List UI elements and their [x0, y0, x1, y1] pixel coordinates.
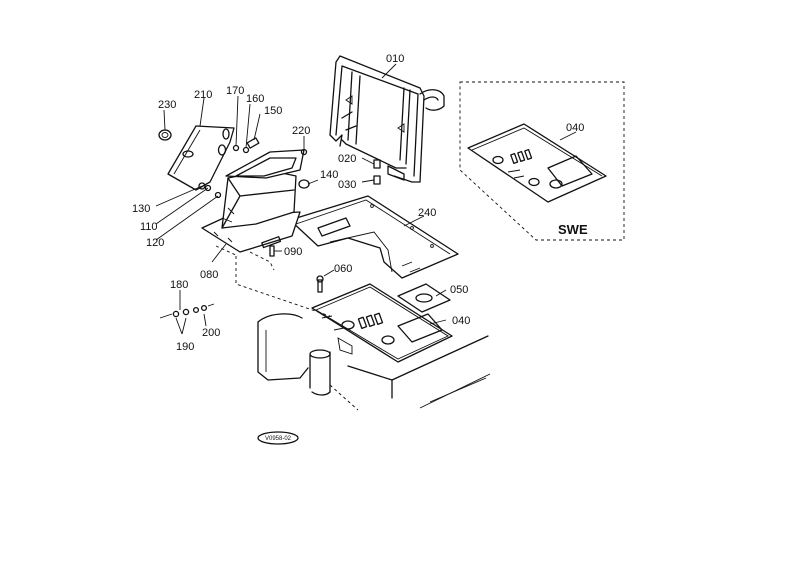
label-050: 050: [450, 284, 468, 296]
side-cover-210: [167, 125, 235, 191]
label-220: 220: [292, 125, 310, 137]
tractor-body: [257, 313, 491, 411]
label-190: 190: [176, 341, 194, 353]
label-200: 200: [202, 327, 220, 339]
pins-180-190-200: [159, 303, 215, 319]
console-080: [201, 149, 331, 317]
rops-frame-010: [329, 55, 445, 183]
label-150: 150: [264, 105, 282, 117]
swe-inset: [459, 81, 625, 241]
grommet-230: [158, 129, 172, 141]
label-110: 110: [140, 221, 158, 233]
label-020: 020: [338, 153, 356, 165]
label-090: 090: [284, 246, 302, 258]
label-180: 180: [170, 279, 188, 291]
label-080: 080: [200, 269, 218, 281]
diagram-code-badge: V0958-02: [257, 431, 299, 445]
leader-lines: [155, 63, 577, 335]
label-120: 120: [146, 237, 164, 249]
label-010: 010: [386, 53, 404, 65]
label-160: 160: [246, 93, 264, 105]
label-240: 240: [418, 207, 436, 219]
diagram-code: V0958-02: [265, 436, 292, 442]
cover-plate-240: [289, 195, 459, 279]
label-040-inset: 040: [566, 122, 584, 134]
floor-plate-040: [311, 283, 453, 363]
label-040-main: 040: [452, 315, 470, 327]
label-130: 130: [132, 203, 150, 215]
label-210: 210: [194, 89, 212, 101]
mat-050: [397, 283, 451, 313]
inset-label-swe: SWE: [558, 222, 588, 237]
label-170: 170: [226, 85, 244, 97]
label-230: 230: [158, 99, 176, 111]
label-060: 060: [334, 263, 352, 275]
label-030: 030: [338, 179, 356, 191]
label-140: 140: [320, 169, 338, 181]
